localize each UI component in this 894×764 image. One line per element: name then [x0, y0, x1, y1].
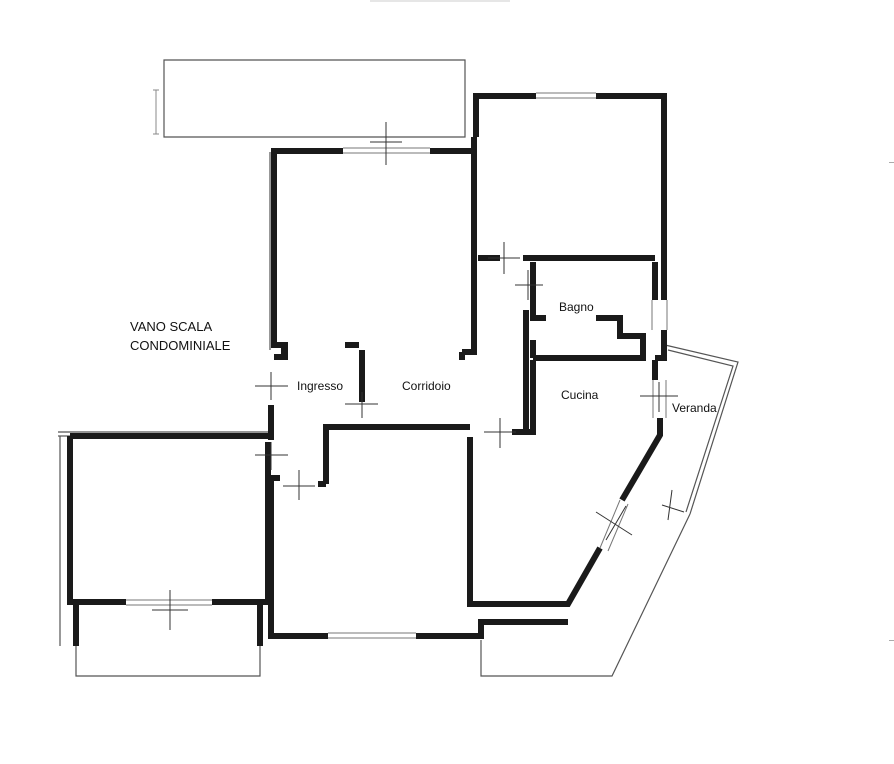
- scan-artifact-top: [370, 0, 510, 2]
- top-balcony: [153, 59, 466, 138]
- door-markers: [152, 122, 685, 630]
- label-vano-scala-line2: CONDOMINIALE: [130, 338, 231, 353]
- room-labels: VANO SCALA CONDOMINIALE Ingresso Corrido…: [130, 300, 717, 415]
- bottom-right-balcony: [480, 344, 739, 677]
- label-corridoio: Corridoio: [402, 379, 451, 393]
- bottom-left-balcony: [75, 616, 261, 677]
- stair-boundary-lines: [58, 152, 271, 646]
- edge-mark-bottom: [889, 640, 894, 645]
- label-ingresso: Ingresso: [297, 379, 343, 393]
- label-vano-scala-line1: VANO SCALA: [130, 319, 212, 334]
- label-bagno: Bagno: [559, 300, 594, 314]
- edge-mark-top: [889, 162, 894, 167]
- label-veranda: Veranda: [672, 401, 717, 415]
- windows: [126, 92, 668, 639]
- label-cucina: Cucina: [561, 388, 599, 402]
- exterior-walls: [67, 93, 667, 646]
